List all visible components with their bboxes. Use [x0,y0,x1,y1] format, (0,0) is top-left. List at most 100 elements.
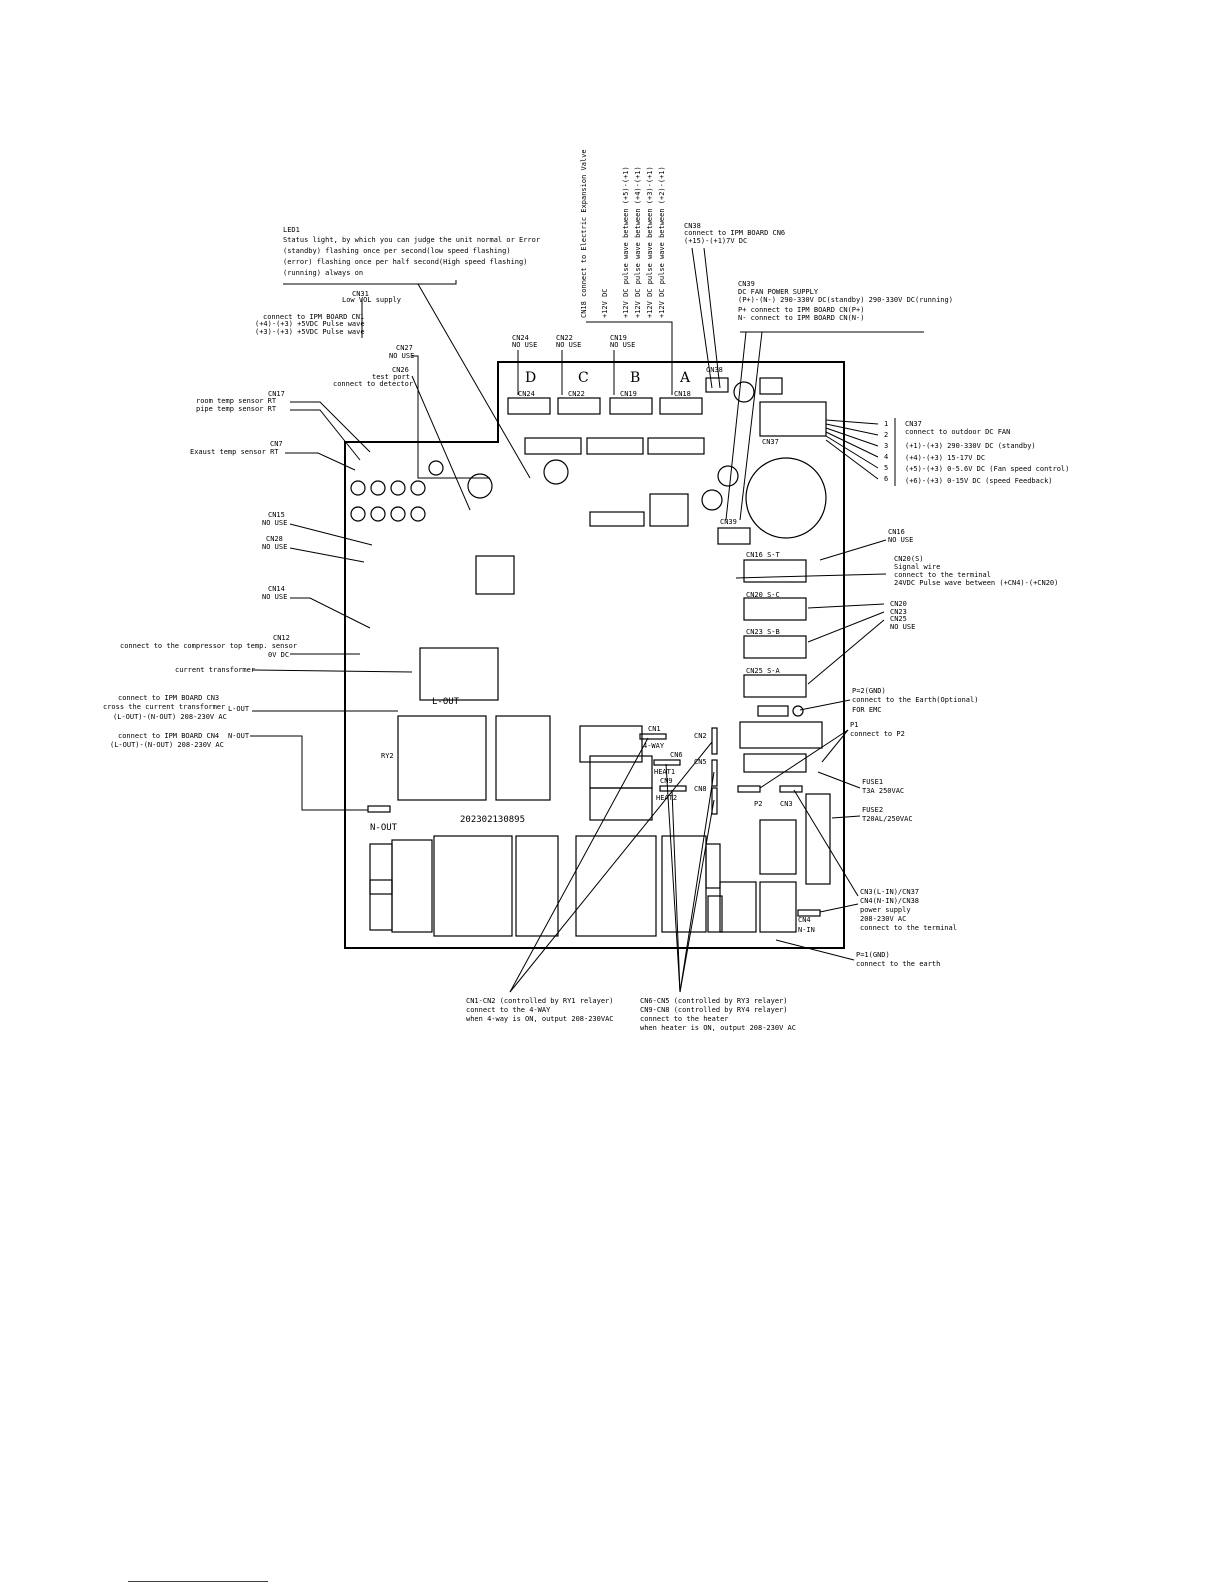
p1-title: P1 [850,721,858,729]
cn8-connector [711,787,718,815]
gnd-resistor [757,705,789,717]
board-code: 202302130895 [460,815,525,825]
cap-medium [543,459,569,485]
cap-small [701,489,723,511]
cn20-board-label: CN20 S-C [746,591,780,599]
pgnd-line: FOR EMC [852,706,882,714]
cn31-note: Low VOL supply CN31 connect to IPM BOARD… [255,290,401,338]
cn19-note: NO USE [610,341,635,349]
cn26-title: CN26 [392,366,409,374]
led1-line: (running) always on [283,269,363,277]
cn22-note: NO USE [556,341,581,349]
bottom-left-line: connect to the 4-WAY [466,1006,551,1014]
cn37-line: (+1)-(+3) 290-330V DC (standby) [905,442,1036,450]
sensor-dot [390,480,406,496]
cn26-note: test port [372,373,410,381]
header-letter-d: D [525,370,536,386]
cn37-line: (+5)-(+3) 0-5.6V DC (Fan speed control) [905,465,1069,473]
cn22-connector [557,397,601,415]
fuse1-rating: T3A 250VAC [862,787,904,795]
cn22-board-label: CN22 [568,390,585,398]
bottom-left-leader [509,741,713,993]
cn19-board-label: CN19 [620,390,637,398]
nout-leader [250,735,368,811]
nin-board-label: N-IN [798,926,815,934]
bridge-rectifier-2 [759,881,797,933]
cn1-label: CN1 [648,725,661,733]
power-line: power supply [860,906,911,914]
right-connectors: CN16 S-T CN20 S-C CN23 S-B CN25 S-A [743,551,807,698]
pgnd-line: connect to the Earth(Optional) [852,696,978,704]
p2-connector [737,785,761,793]
cn24-note: NO USE [512,341,537,349]
bottom-right-line: CN9-CN8 (controlled by RY4 relayer) [640,1006,788,1014]
cn37-pin: 3 [884,442,888,450]
bottom-power-stage [369,819,797,937]
cn5-label: CN5 [694,758,707,766]
sensor-dot [370,480,386,496]
bottom-left-leader [509,737,649,993]
fuse1-title: FUSE1 [862,778,883,786]
cn27-leader [412,355,490,479]
cn2-label: CN2 [694,732,707,740]
cap-medium [467,473,493,499]
cn17-line: pipe temp sensor RT [196,405,277,413]
sensor-dot [428,460,444,476]
cn17-line: room temp sensor RT [196,397,277,405]
fuse2-leader [831,815,861,819]
gnd-pad [792,705,804,717]
relay-ry3 [589,755,653,789]
cn39-line: DC FAN POWER SUPPLY [738,288,819,296]
power-line: connect to the terminal [860,924,957,932]
cn26-note: connect to detector [333,380,413,388]
cn39-connector [717,527,751,545]
cn18-board-label: CN18 [674,390,691,398]
lout-tag: L-OUT [228,705,250,713]
cn39-leader [725,331,747,521]
cn5-connector [711,759,718,787]
cn29-connector [367,805,391,813]
led1-note: LED1 Status light, by which you can judg… [283,226,540,479]
cn37-connector [759,401,827,437]
bottom-right-leader [671,789,681,993]
fuse2-title: FUSE2 [862,806,883,814]
cn20-title: CN20 [890,600,907,608]
cn37-pin: 6 [884,475,888,483]
cn20-connector [743,597,807,621]
cn39-line: P+ connect to IPM BOARD CN(P+) [738,306,864,314]
relay-ry1 [579,725,643,763]
cn37-pin: 2 [884,431,888,439]
cn38-leader [703,247,721,389]
bottom-right-line: when heater is ON, output 208-230V AC [640,1024,796,1032]
varistor-block [495,715,551,801]
sensor-dot [410,480,426,496]
cn37-note: CN37 connect to outdoor DC FAN (+1)-(+3)… [825,418,1069,486]
cn24-label: CN24 [512,334,529,342]
cn15-note: NO USE [262,519,287,527]
cn17-leader [290,401,371,453]
nout-tag: N-OUT [228,732,250,740]
lout-board-label: L-OUT [432,697,460,707]
relay-block [759,377,783,395]
cn16-title: CN16 [888,528,905,536]
pgnd2-line: connect to the earth [856,960,940,968]
cn15-leader [289,523,373,546]
seven-segment-display [649,493,689,527]
ptc-thermistor [759,819,797,875]
p1-line: connect to P2 [850,730,905,738]
bottom-right-leader [679,771,715,993]
ic-block [524,437,582,455]
nout-line: (L-OUT)-(N-OUT) 208-230V AC [110,741,224,749]
cn7-title: CN7 [270,440,283,448]
cn18-vtext: +12V DC [601,288,609,318]
pgnd-leader [799,699,851,711]
led1-title: LED1 [283,226,300,234]
cn25-board-label: CN25 S-A [746,667,781,675]
cn4-power-title: CN4(N-IN)/CN38 [860,897,919,905]
way4-label: 4-WAY [643,742,665,750]
sensor-dot [370,506,386,522]
power-line: 208-230V AC [860,915,906,923]
cn14-title: CN14 [268,585,285,593]
cn2-connector [711,727,718,755]
